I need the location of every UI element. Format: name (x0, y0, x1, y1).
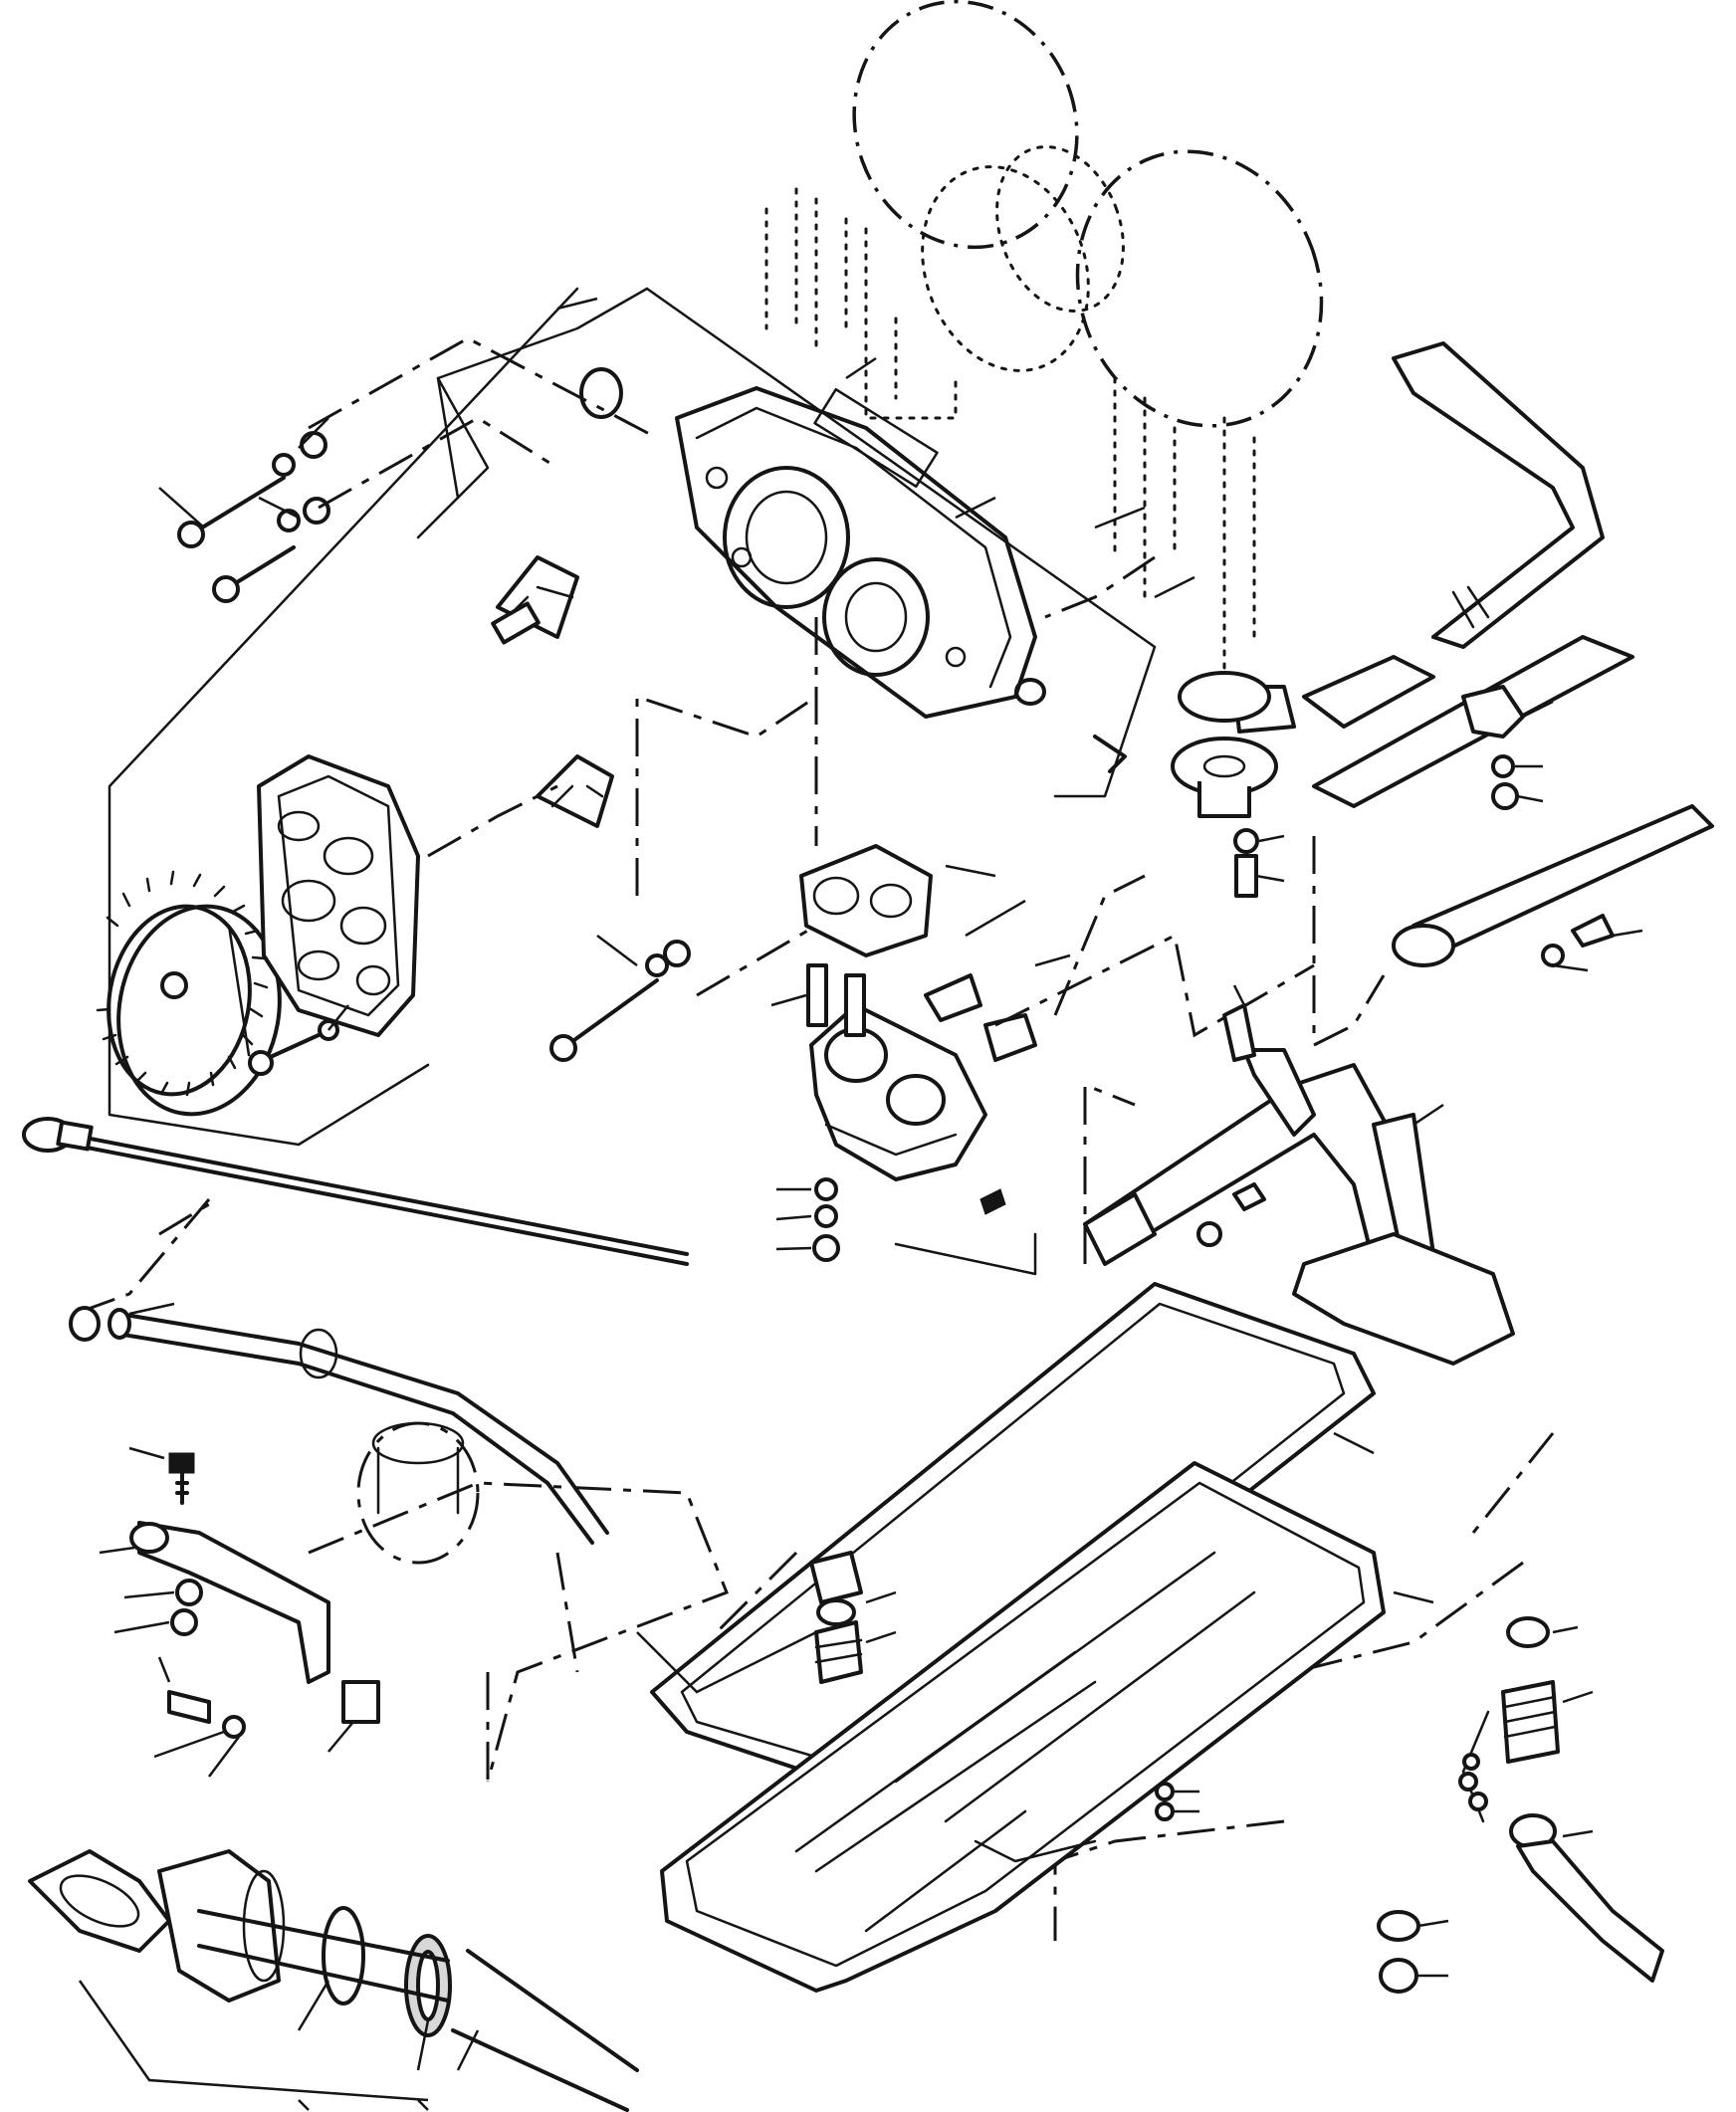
pickup-bolt-left (549, 935, 691, 1062)
oil-pan (660, 1461, 1386, 1993)
leader-lines (556, 297, 1444, 1694)
oil-pan-drain-plug (809, 1551, 897, 1684)
oil-pan-gasket (650, 1282, 1376, 1794)
drain-hose-assembly (1458, 1616, 1664, 1983)
oil-pickup-tube (1083, 984, 1515, 1366)
oil-pump-cover-plate (257, 754, 420, 1037)
dipstick-bracket (99, 1446, 380, 1778)
oil-transfer-pipe-right (1392, 804, 1714, 972)
oil-pump-body (770, 844, 1037, 1276)
pump-plate-bolt (248, 1004, 349, 1076)
oil-return-pipe-upper (1171, 341, 1634, 818)
engine-block-phantom (764, 0, 1324, 679)
assembly-lines (74, 336, 1555, 1941)
clamp-upper-right (1461, 685, 1554, 810)
dipstick-guide-tube (69, 1302, 609, 1545)
pump-gear-frame (108, 287, 579, 1147)
pump-bolts-upper-left (158, 417, 330, 603)
oil-pump-drive-gear (96, 870, 282, 1117)
dipstick (22, 1117, 689, 1266)
pump-shaft-lower (536, 754, 614, 828)
pump-shaft-upper (491, 555, 579, 645)
crankcase-phantom (308, 1421, 729, 1783)
front-cover-group (436, 287, 1157, 798)
pan-fasteners (1155, 1782, 1449, 1994)
pipe-bolts-right (1233, 828, 1285, 898)
dipstick-seal-detail (28, 1849, 639, 2112)
